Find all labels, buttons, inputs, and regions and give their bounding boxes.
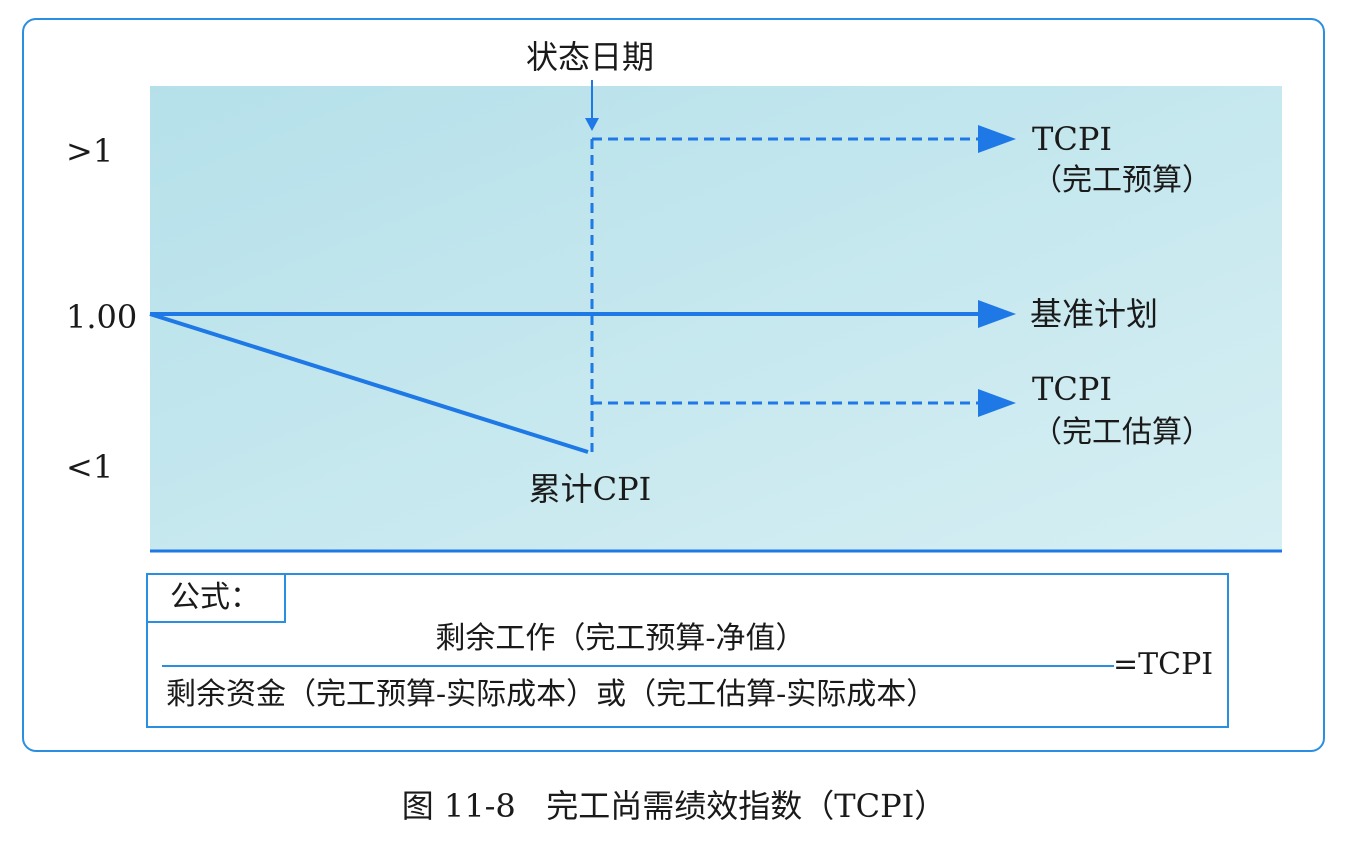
status-date-label: 状态日期 (526, 38, 654, 76)
formula-result: =TCPI (1113, 647, 1214, 682)
y-label-one: 1.00 (66, 298, 137, 336)
baseline-label: 基准计划 (1030, 295, 1158, 333)
y-label-above-one: >1 (66, 132, 113, 170)
tcpi-budget-label-line2: （完工预算） (1032, 163, 1212, 198)
formula-tab: 公式： (148, 575, 286, 623)
cumulative-cpi-label: 累计CPI (529, 470, 652, 508)
cumulative-cpi-line (149, 312, 589, 454)
y-label-below-one: <1 (66, 448, 113, 486)
tcpi-budget-arrow-head (978, 125, 1016, 153)
tcpi-estimate-label-line2: （完工估算） (1032, 415, 1212, 450)
tcpi-estimate-arrow-head (978, 389, 1016, 417)
baseline-arrow-head (978, 300, 1016, 328)
plot-area (150, 86, 1282, 551)
tcpi-budget-label-line1: TCPI (1032, 120, 1112, 158)
figure-caption: 图 11-8 完工尚需绩效指数（TCPI） (401, 787, 947, 825)
status-date-arrow-head (585, 118, 599, 131)
tcpi-estimate-label-line1: TCPI (1032, 370, 1112, 408)
fraction-line (162, 665, 1114, 667)
formula-denominator: 剩余资金（完工预算-实际成本）或（完工估算-实际成本） (166, 677, 937, 712)
formula-numerator: 剩余工作（完工预算-净值） (435, 621, 806, 656)
formula-box: 公式： 剩余工作（完工预算-净值） 剩余资金（完工预算-实际成本）或（完工估算-… (146, 573, 1229, 728)
